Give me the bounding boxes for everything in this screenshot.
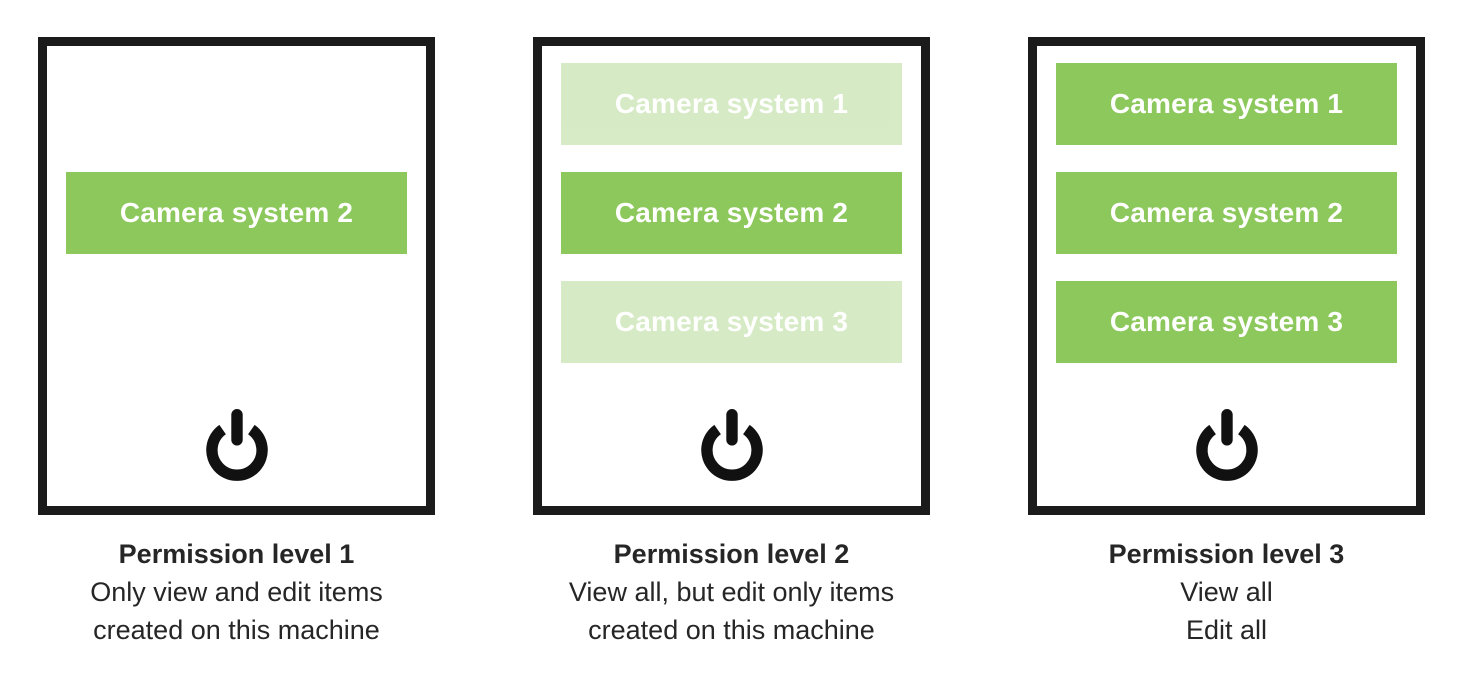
camera-system-bar: Camera system 2	[1056, 172, 1397, 254]
power-icon	[1189, 404, 1265, 484]
caption-line: Edit all	[1185, 615, 1268, 645]
caption-level-3: Permission level 3 View all Edit all	[1028, 535, 1425, 649]
caption-level-1: Permission level 1 Only view and edit it…	[38, 535, 435, 649]
client-window-level-2: Camera system 1 Camera system 2 Camera s…	[533, 37, 930, 515]
power-icon	[199, 404, 275, 484]
power-icon	[694, 404, 770, 484]
camera-system-list: Camera system 1 Camera system 2 Camera s…	[1037, 46, 1416, 363]
camera-system-bar: Camera system 1	[1056, 63, 1397, 145]
caption-line: created on this machine	[588, 615, 875, 645]
camera-system-bar: Camera system 3	[561, 281, 902, 363]
caption-line: View all, but edit only items	[568, 577, 895, 607]
permission-level-3-column: Camera system 1 Camera system 2 Camera s…	[1028, 37, 1425, 649]
caption-line: created on this machine	[93, 615, 380, 645]
columns-row: Camera system 2 Permission level 1 Only …	[38, 37, 1425, 649]
caption-level-2: Permission level 2 View all, but edit on…	[533, 535, 930, 649]
permission-level-2-column: Camera system 1 Camera system 2 Camera s…	[533, 37, 930, 649]
camera-system-bar: Camera system 2	[66, 172, 407, 254]
camera-system-bar: Camera system 3	[1056, 281, 1397, 363]
caption-title: Permission level 1	[118, 539, 355, 569]
camera-system-list: Camera system 1 Camera system 2 Camera s…	[542, 46, 921, 363]
caption-title: Permission level 2	[613, 539, 850, 569]
client-window-level-1: Camera system 2	[38, 37, 435, 515]
caption-title: Permission level 3	[1108, 539, 1345, 569]
caption-line: View all	[1180, 577, 1273, 607]
client-window-level-3: Camera system 1 Camera system 2 Camera s…	[1028, 37, 1425, 515]
caption-line: Only view and edit items	[90, 577, 383, 607]
permission-level-1-column: Camera system 2 Permission level 1 Only …	[38, 37, 435, 649]
camera-system-bar: Camera system 1	[561, 63, 902, 145]
camera-system-list: Camera system 2	[47, 46, 426, 254]
camera-system-bar: Camera system 2	[561, 172, 902, 254]
